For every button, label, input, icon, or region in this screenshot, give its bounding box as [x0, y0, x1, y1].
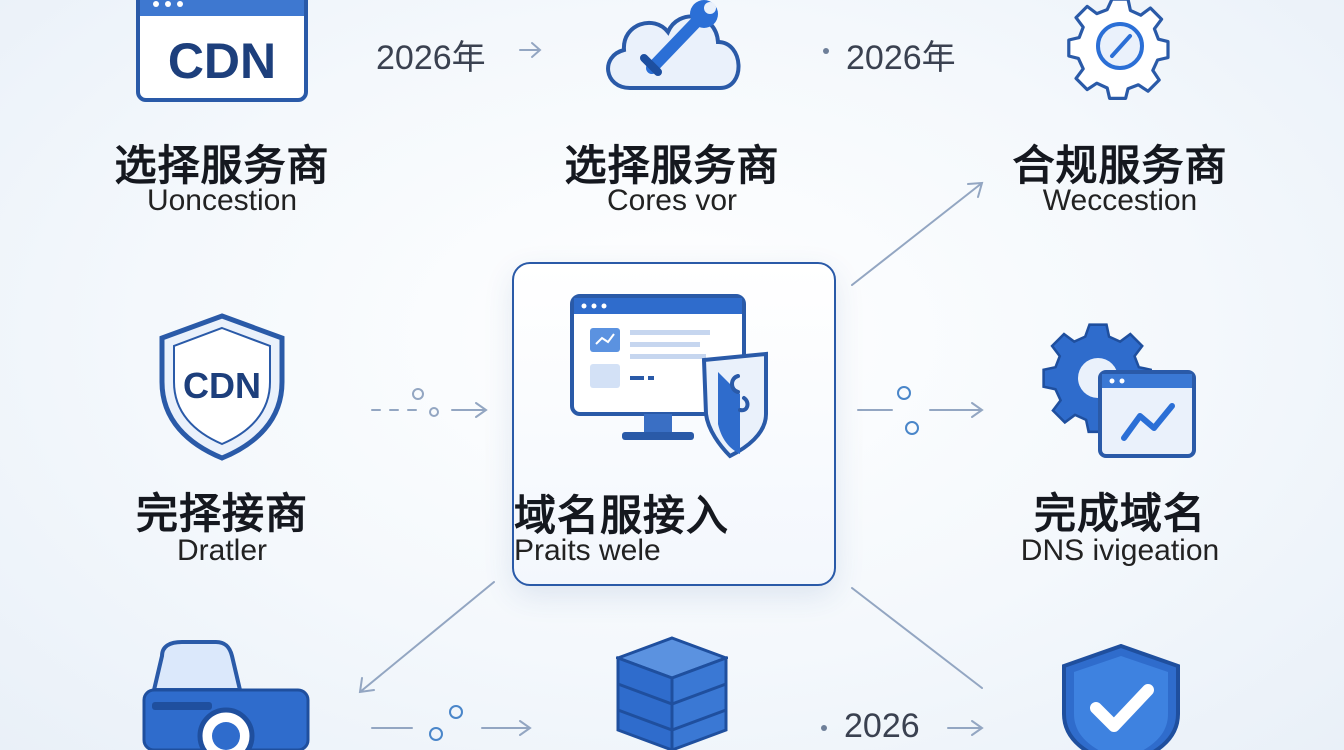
node-mid-left: CDN 完择接商 Dratler — [96, 312, 348, 572]
badge-text-top-left: CDN — [168, 33, 276, 89]
connector-label-bottom-right: 2026 — [844, 707, 920, 745]
arrow-bottom-right — [947, 720, 984, 736]
ring-bottom-2 — [449, 705, 463, 719]
gear-chart-icon — [1042, 323, 1196, 458]
arrow-diag-up-right — [851, 181, 984, 286]
arrow-diag-down-left — [358, 581, 495, 694]
router-device-icon — [142, 640, 310, 750]
ring-mid-left-1 — [412, 388, 424, 400]
center-node-subtitle: Praits wele — [514, 534, 661, 567]
ring-mid-right-2 — [905, 421, 919, 435]
node-title: 完择接商 — [135, 489, 308, 538]
dot-top-2 — [823, 48, 829, 54]
cloud-wrench-icon — [606, 0, 741, 90]
center-node-box: 域名服接入 Praits wele — [512, 262, 836, 586]
line-diag-down-right — [851, 587, 983, 689]
node-subtitle: Uoncestion — [146, 184, 298, 217]
node-title: 合规服务商 — [1012, 141, 1228, 190]
node-top-center: 选择服务商 Cores vor — [546, 0, 798, 230]
ring-mid-left-2 — [429, 407, 439, 417]
check-shield-icon — [1062, 644, 1180, 750]
badge-text-mid-left: CDN — [183, 365, 261, 406]
arrow-mid-left — [451, 402, 488, 418]
node-top-left: CDN 选择服务商 Uoncestion — [96, 0, 348, 230]
node-subtitle: Cores vor — [606, 184, 738, 217]
node-title: 完成域名 — [1033, 489, 1206, 538]
arrow-bottom-left — [481, 720, 532, 736]
node-subtitle: Dratler — [176, 534, 267, 567]
center-node-title: 域名服接入 — [514, 491, 730, 540]
server-stack-icon — [616, 636, 728, 750]
ring-mid-right-1 — [897, 386, 911, 400]
ring-bottom-1 — [429, 727, 443, 741]
node-title: 选择服务商 — [114, 141, 330, 190]
node-subtitle: DNS ivigeation — [1020, 534, 1220, 567]
node-top-right: 合规服务商 Weccestion — [994, 0, 1246, 230]
node-subtitle: Weccestion — [1042, 184, 1198, 217]
node-title: 选择服务商 — [564, 141, 780, 190]
arrow-mid-right — [929, 402, 984, 418]
connector-label-top-left: 2026年 — [376, 39, 486, 77]
arrow-top-1 — [519, 42, 542, 58]
connector-label-top-right: 2026年 — [846, 39, 956, 77]
cdn-shield-icon: CDN — [159, 313, 285, 461]
dot-bottom-right — [821, 725, 827, 731]
cdn-window-icon: CDN — [136, 0, 308, 102]
gear-icon — [1067, 0, 1170, 101]
node-mid-right: 完成域名 DNS ivigeation — [994, 312, 1246, 572]
monitor-dashboard-icon — [570, 294, 768, 459]
